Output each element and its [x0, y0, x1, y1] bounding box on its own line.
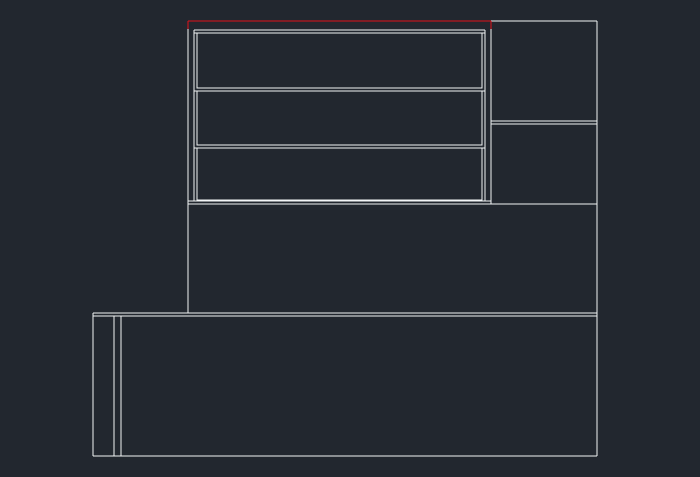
drawer-stack[interactable]	[194, 32, 485, 201]
drawer-3[interactable]	[196, 147, 483, 201]
upper-cabinet[interactable]	[187, 21, 492, 204]
lower-base[interactable]	[92, 312, 597, 457]
middle-body[interactable]	[187, 203, 491, 313]
right-panel[interactable]	[491, 20, 598, 456]
drawer-2[interactable]	[196, 90, 483, 146]
selected-top-edge[interactable]	[187, 20, 492, 29]
drawer-1[interactable]	[196, 32, 483, 89]
